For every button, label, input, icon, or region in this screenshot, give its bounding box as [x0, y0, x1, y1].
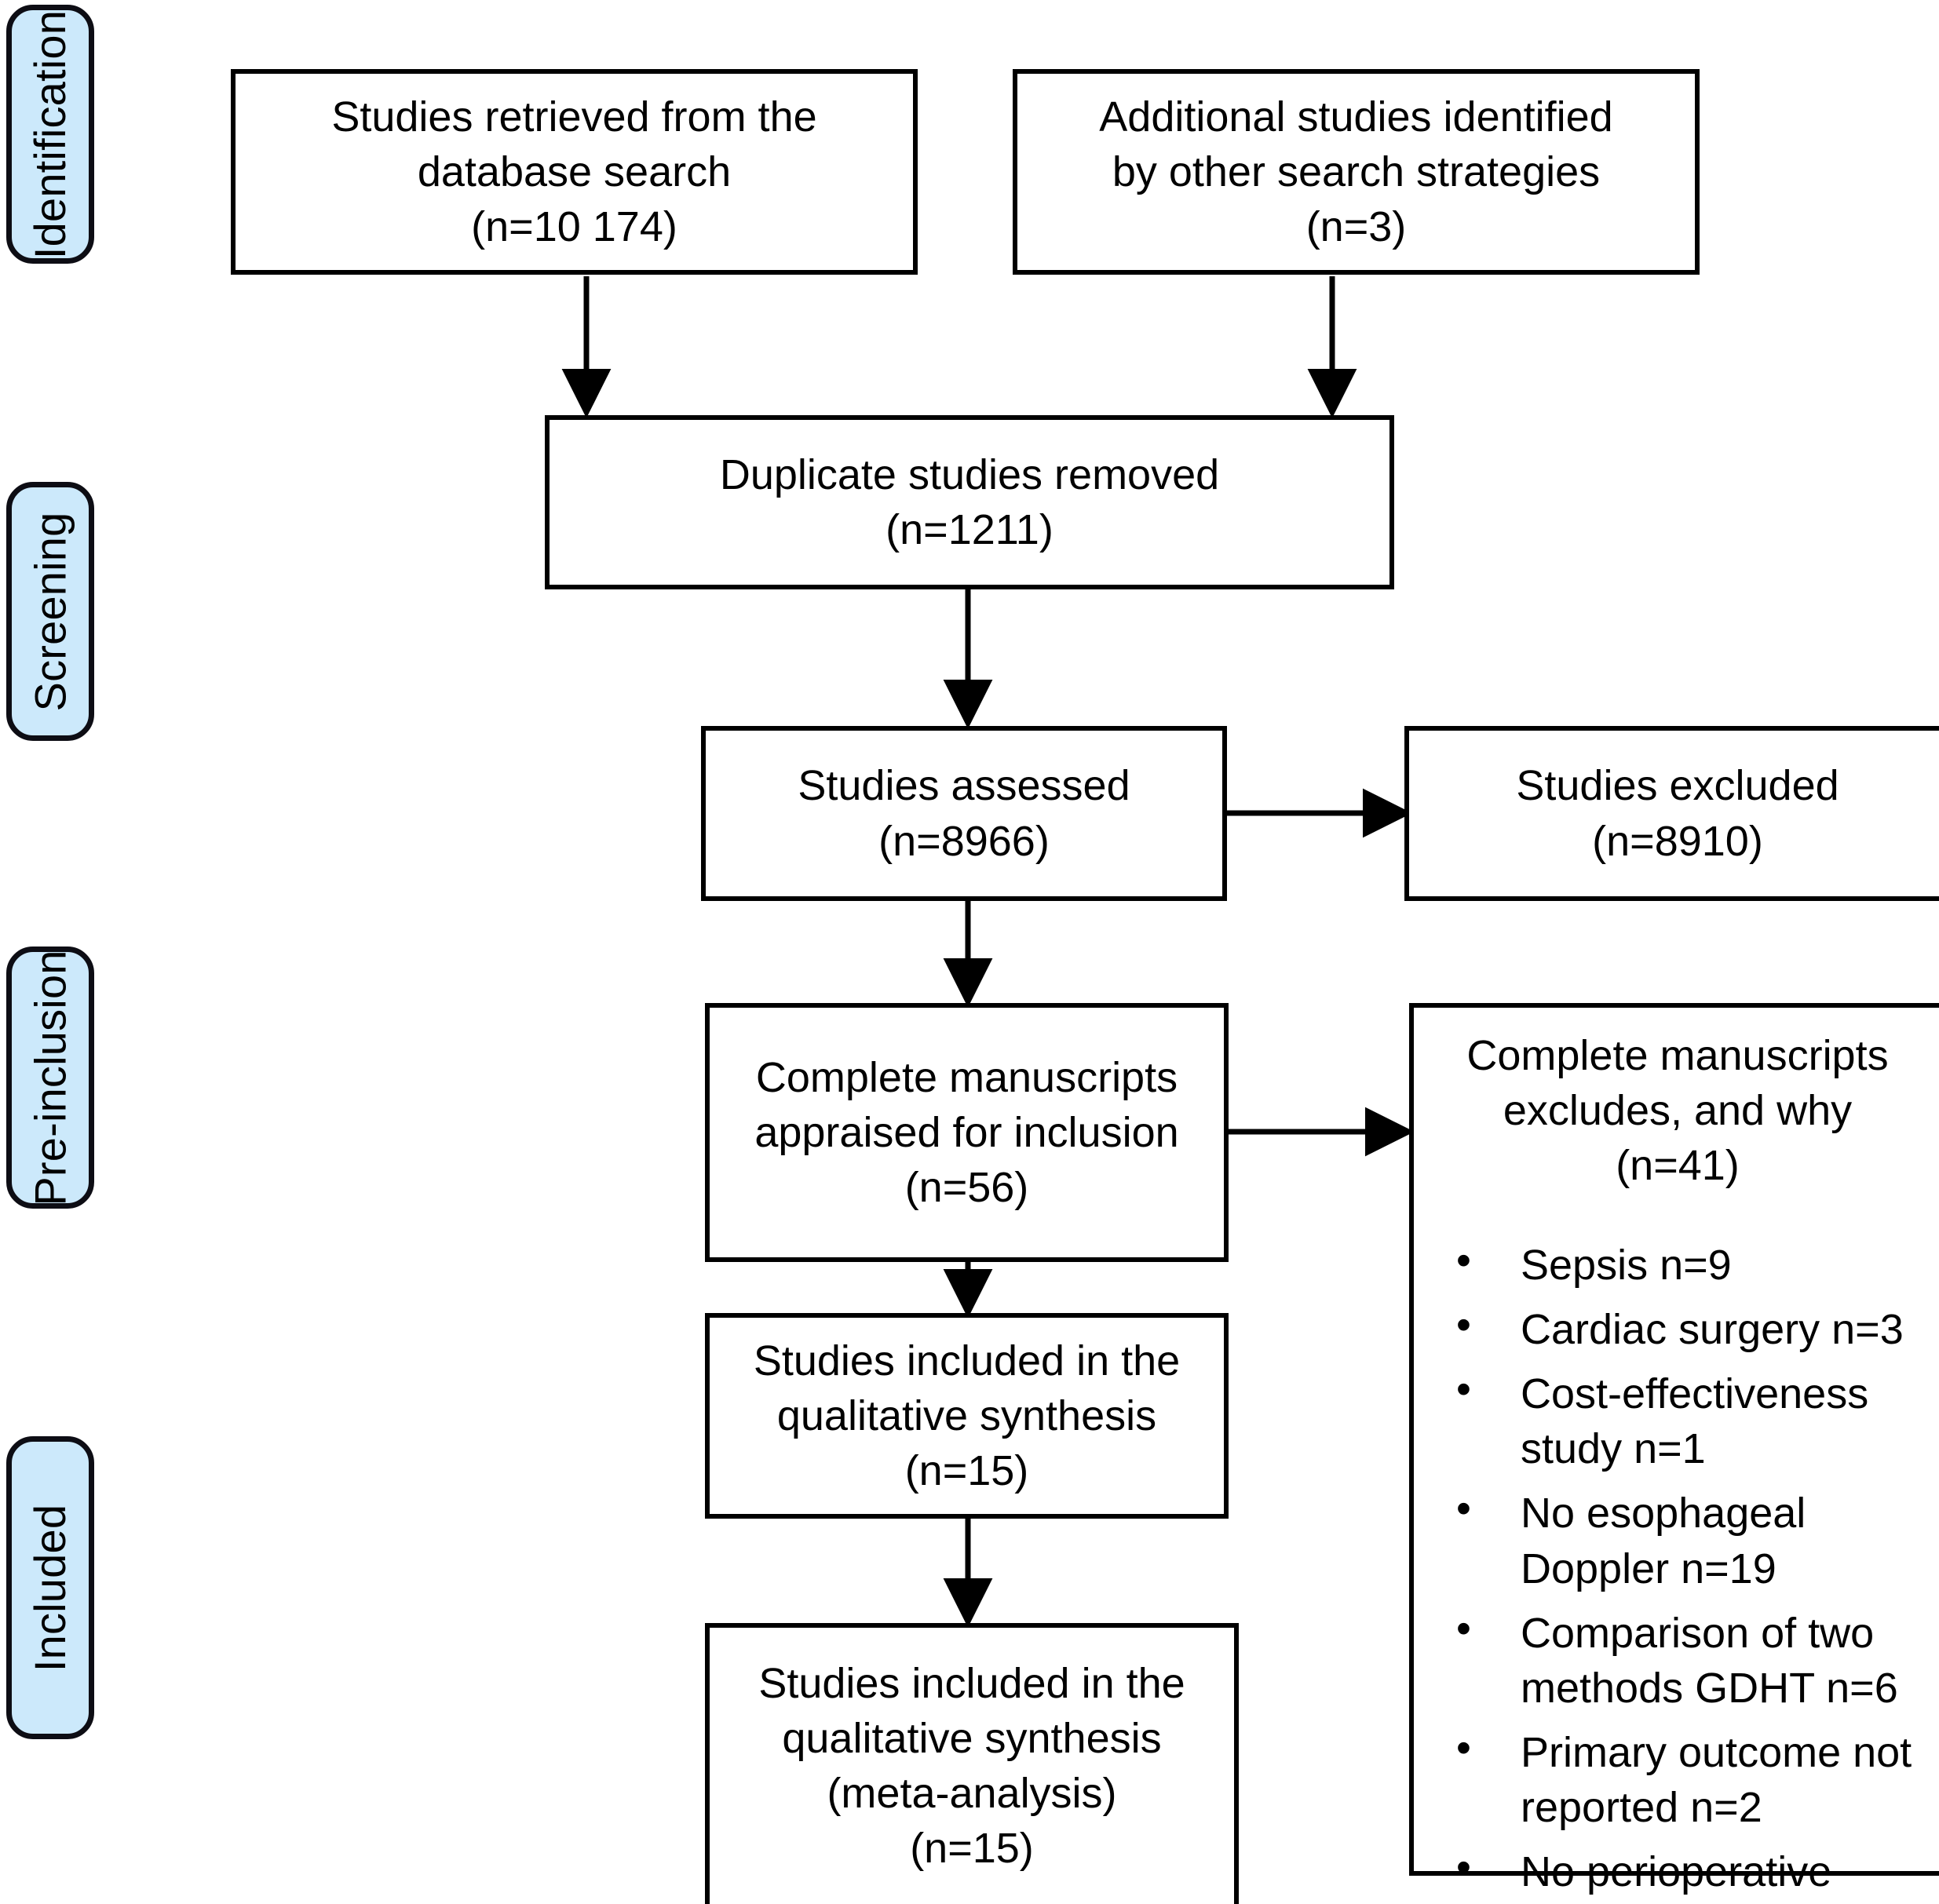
box-other-sources-line-2: by other search strategies	[1112, 148, 1601, 195]
box-qualitative-synthesis: Studies included in the qualitative synt…	[705, 1313, 1229, 1519]
box-other-sources-line-3: (n=3)	[1305, 203, 1407, 251]
box-qualitative-synthesis-line-3: (n=15)	[904, 1447, 1029, 1495]
exclusion-reason-item: Cardiac surgery n=3	[1428, 1297, 1927, 1357]
box-manuscripts-appraised-line-3: (n=56)	[904, 1164, 1029, 1212]
exclusion-reasons-title-line-3: (n=41)	[1616, 1142, 1740, 1190]
box-manuscripts-appraised: Complete manuscripts appraised for inclu…	[705, 1003, 1229, 1262]
box-duplicates-removed-line-1: Duplicate studies removed	[719, 450, 1220, 498]
box-meta-analysis-line-1: Studies included in the	[758, 1659, 1185, 1707]
box-meta-analysis-line-2: qualitative synthesis	[782, 1714, 1162, 1762]
box-database-search-line-3: (n=10 174)	[471, 203, 677, 251]
stage-label-pre-inclusion-text: Pre-inclusion	[25, 949, 75, 1206]
box-studies-excluded-line-1: Studies excluded	[1516, 762, 1839, 810]
stage-label-screening-text: Screening	[25, 512, 75, 711]
stage-label-included-text: Included	[25, 1504, 75, 1672]
box-manuscripts-appraised-line-2: appraised for inclusion	[754, 1108, 1179, 1156]
box-meta-analysis: Studies included in the qualitative synt…	[705, 1623, 1239, 1904]
exclusion-reasons-title-line-2: excludes, and why	[1503, 1087, 1853, 1135]
box-other-sources: Additional studies identified by other s…	[1013, 69, 1700, 275]
box-meta-analysis-line-3: (meta-analysis)	[827, 1770, 1117, 1817]
exclusion-reasons-list: Sepsis n=9 Cardiac surgery n=3 Cost-effe…	[1428, 1233, 1927, 1904]
exclusion-reason-item: Cost-effectiveness study n=1	[1428, 1362, 1927, 1476]
box-studies-assessed: Studies assessed (n=8966)	[701, 726, 1227, 901]
box-studies-excluded-line-2: (n=8910)	[1592, 817, 1763, 865]
box-studies-excluded: Studies excluded (n=8910)	[1404, 726, 1939, 901]
box-duplicates-removed: Duplicate studies removed (n=1211)	[545, 415, 1394, 589]
stage-label-identification: Identification	[6, 5, 94, 264]
box-duplicates-removed-line-2: (n=1211)	[886, 506, 1053, 553]
stage-label-screening: Screening	[6, 482, 94, 741]
exclusion-reason-item: Sepsis n=9	[1428, 1233, 1927, 1293]
box-database-search-line-1: Studies retrieved from the	[331, 93, 817, 140]
box-manuscripts-appraised-line-1: Complete manuscripts	[755, 1053, 1178, 1101]
box-meta-analysis-line-4: (n=15)	[910, 1825, 1034, 1873]
stage-label-included: Included	[6, 1436, 94, 1739]
box-other-sources-line-1: Additional studies identified	[1099, 93, 1613, 140]
box-studies-assessed-line-2: (n=8966)	[878, 817, 1050, 865]
box-qualitative-synthesis-line-2: qualitative synthesis	[776, 1392, 1157, 1439]
exclusion-reason-item: Comparison of two methods GDHT n=6	[1428, 1601, 1927, 1716]
box-exclusion-reasons: Complete manuscripts excludes, and why (…	[1409, 1003, 1939, 1904]
exclusion-reasons-title: Complete manuscripts excludes, and why (…	[1428, 1028, 1927, 1194]
exclusion-reason-item: No esophageal Doppler n=19	[1428, 1481, 1927, 1596]
stage-label-pre-inclusion: Pre-inclusion	[6, 947, 94, 1209]
exclusion-reasons-title-line-1: Complete manuscripts	[1466, 1032, 1889, 1079]
box-studies-assessed-line-1: Studies assessed	[798, 762, 1130, 810]
exclusion-reason-item: Primary outcome not reported n=2	[1428, 1720, 1927, 1835]
exclusion-reason-item: No perioperative period n=1	[1428, 1840, 1927, 1904]
box-qualitative-synthesis-line-1: Studies included in the	[753, 1337, 1181, 1384]
box-database-search: Studies retrieved from the database sear…	[231, 69, 918, 275]
box-database-search-line-2: database search	[417, 148, 732, 195]
stage-label-identification-text: Identification	[25, 9, 75, 259]
